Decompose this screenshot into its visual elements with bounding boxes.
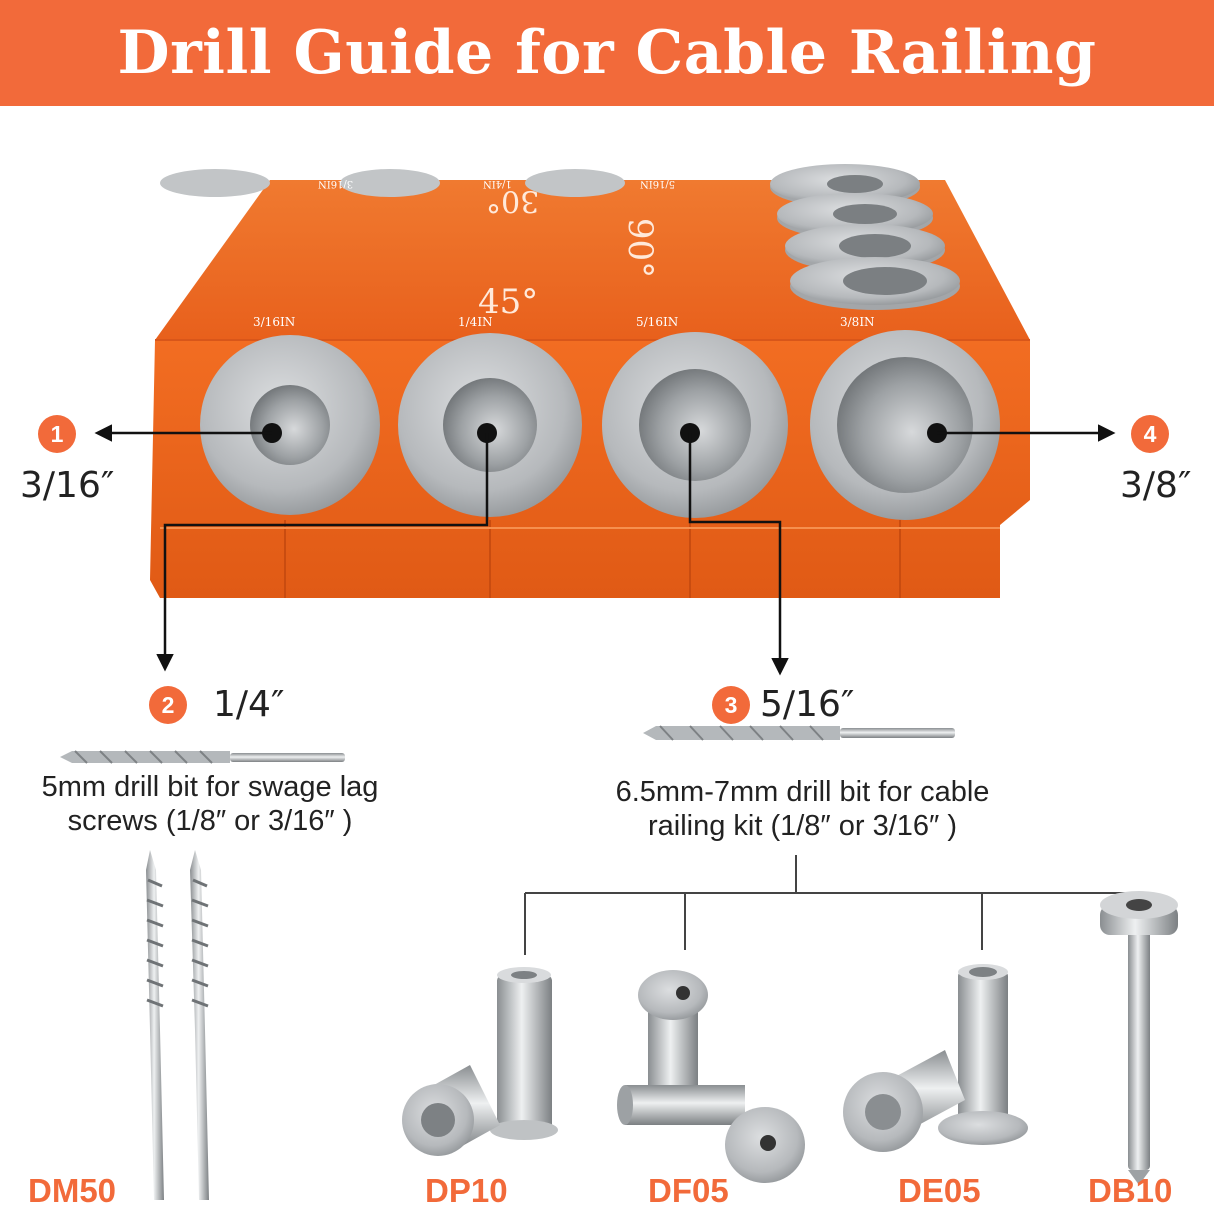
fitting-icon [1100,891,1178,1185]
right-bit-description: 6.5mm-7mm drill bit for cable railing ki… [570,775,1035,843]
engraving-rear-3: 5/16IN [640,178,676,189]
left-bit-description: 5mm drill bit for swage lag screws (1/8″… [0,770,420,838]
callout-size-3: 5/16″ [760,684,855,725]
product-code-db10: DB10 [1088,1172,1173,1209]
left-bit-line-2: screws (1/8″ or 3/16″ ) [67,805,353,838]
arrow-icon [156,433,489,672]
drill-guide-block [150,164,1030,598]
page-title: Drill Guide for Cable Railing [117,18,1097,88]
engraving-hole-3: 5/16IN [636,315,679,329]
engraving-hole-4: 3/8IN [840,315,875,329]
engraving-rear-1: 3/16IN [318,178,354,189]
lag-screw-icon [146,850,209,1200]
engraving-45: 45° [478,282,539,322]
callout-size-2: 1/4″ [213,684,285,725]
arrow-icon [688,433,789,676]
fitting-icon [843,964,1028,1152]
right-bit-line-1: 6.5mm-7mm drill bit for cable [615,776,990,808]
left-bit-line-1: 5mm drill bit for swage lag [41,771,379,803]
engraving-rear-2: 1/4IN [483,178,512,189]
product-code-de05: DE05 [898,1172,981,1209]
bushing-3-8 [810,330,1000,520]
fitting-icon [402,967,558,1156]
callout-badge-2: 2 [149,686,187,724]
product-code-dm50: DM50 [28,1172,117,1209]
drill-bit-icon [60,750,345,764]
right-bit-line-2: railing kit (1/8″ or 3/16″ ) [647,810,958,843]
callout-arrows [94,423,1116,676]
engraving-hole-1: 3/16IN [253,315,296,329]
engraving-90: 90° [620,217,661,279]
engraving-hole-2: 1/4IN [458,315,493,329]
title-banner: Drill Guide for Cable Railing [0,0,1214,106]
callout-badge-4: 4 [1131,415,1169,453]
product-code-df05: DF05 [648,1172,729,1209]
callout-badge-1: 1 [38,415,76,453]
drill-bit-icon [643,725,955,741]
fitting-icon [617,970,805,1183]
product-code-dp10: DP10 [425,1172,508,1209]
callout-badge-3: 3 [712,686,750,724]
bushing-3-16 [200,335,380,515]
callout-size-1: 3/16″ [20,465,115,506]
callout-size-4: 3/8″ [1120,465,1192,506]
fitting-connector [524,855,1139,955]
